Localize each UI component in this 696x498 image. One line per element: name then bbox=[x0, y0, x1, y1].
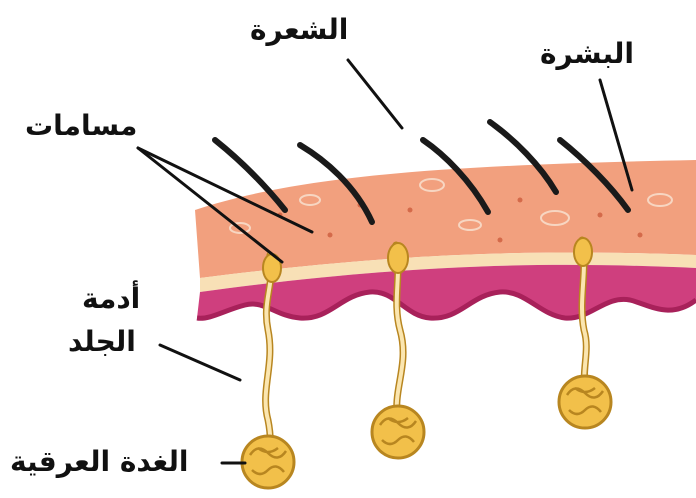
sweat-gland-middle bbox=[372, 406, 424, 458]
sweat-gland-left bbox=[242, 436, 294, 488]
label-hair: الشعرة bbox=[250, 14, 348, 46]
label-sweat-gland: الغدة العرقية bbox=[10, 446, 188, 478]
label-pores: مسامات bbox=[25, 110, 137, 142]
sweat-gland-right bbox=[559, 376, 611, 428]
label-dermis-line1: أدمة bbox=[82, 283, 140, 315]
label-dermis-line2: الجلد bbox=[68, 326, 136, 358]
leader-dermis bbox=[160, 345, 240, 380]
label-epidermis: البشرة bbox=[540, 38, 634, 70]
leader-hair bbox=[348, 60, 402, 128]
